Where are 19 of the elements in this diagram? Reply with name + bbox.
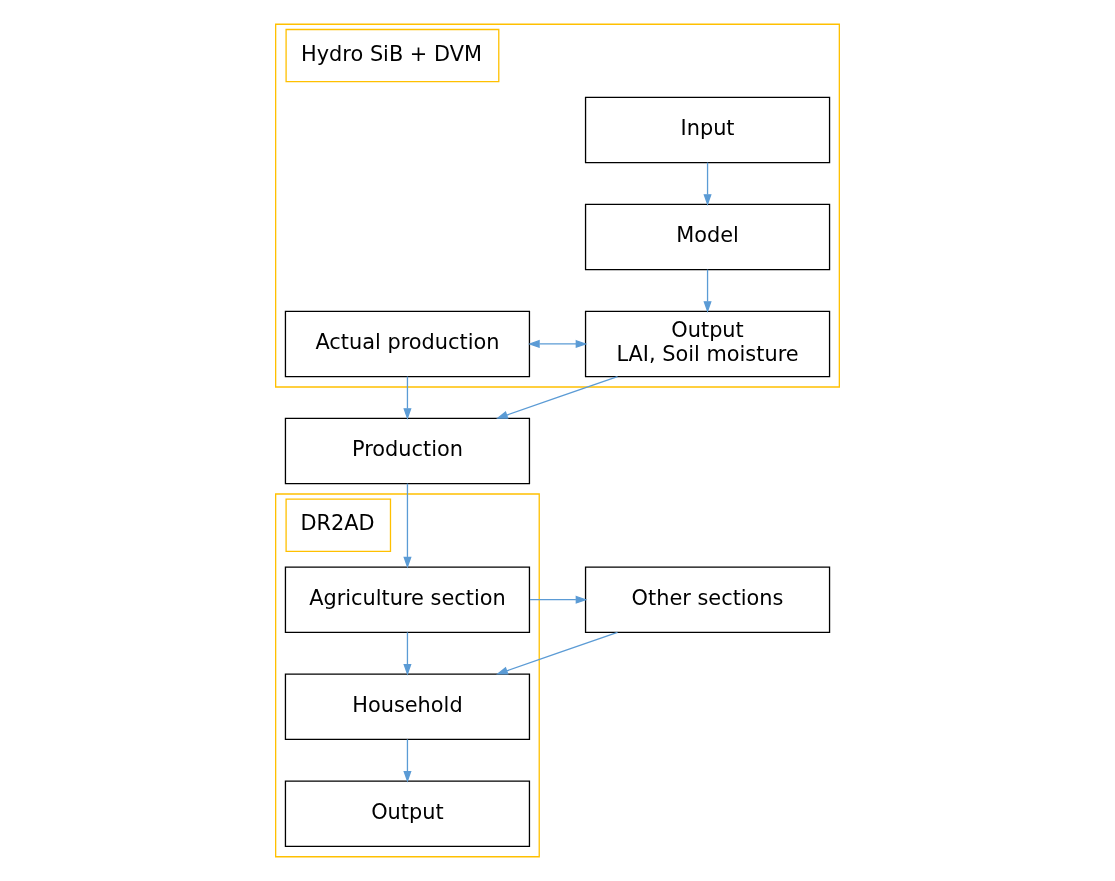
arrow (703, 268, 712, 313)
arrow (403, 482, 412, 569)
arrow (496, 375, 619, 419)
node-box: Output LAI, Soil moisture (584, 310, 831, 378)
node-box: Production (284, 417, 531, 485)
arrow (403, 738, 412, 783)
node-box: Agriculture section (284, 566, 531, 633)
node-box: Model (584, 203, 831, 271)
node-box: Household (284, 673, 531, 740)
arrow (528, 339, 588, 349)
arrow (403, 375, 412, 420)
node-box: Output (284, 780, 531, 847)
arrow (703, 161, 712, 206)
arrow (403, 631, 412, 676)
node-box: Input (584, 96, 831, 164)
node-box: Other sections (584, 566, 831, 633)
arrow (529, 595, 588, 604)
arrow (496, 631, 619, 675)
node-box: Actual production (284, 310, 531, 378)
